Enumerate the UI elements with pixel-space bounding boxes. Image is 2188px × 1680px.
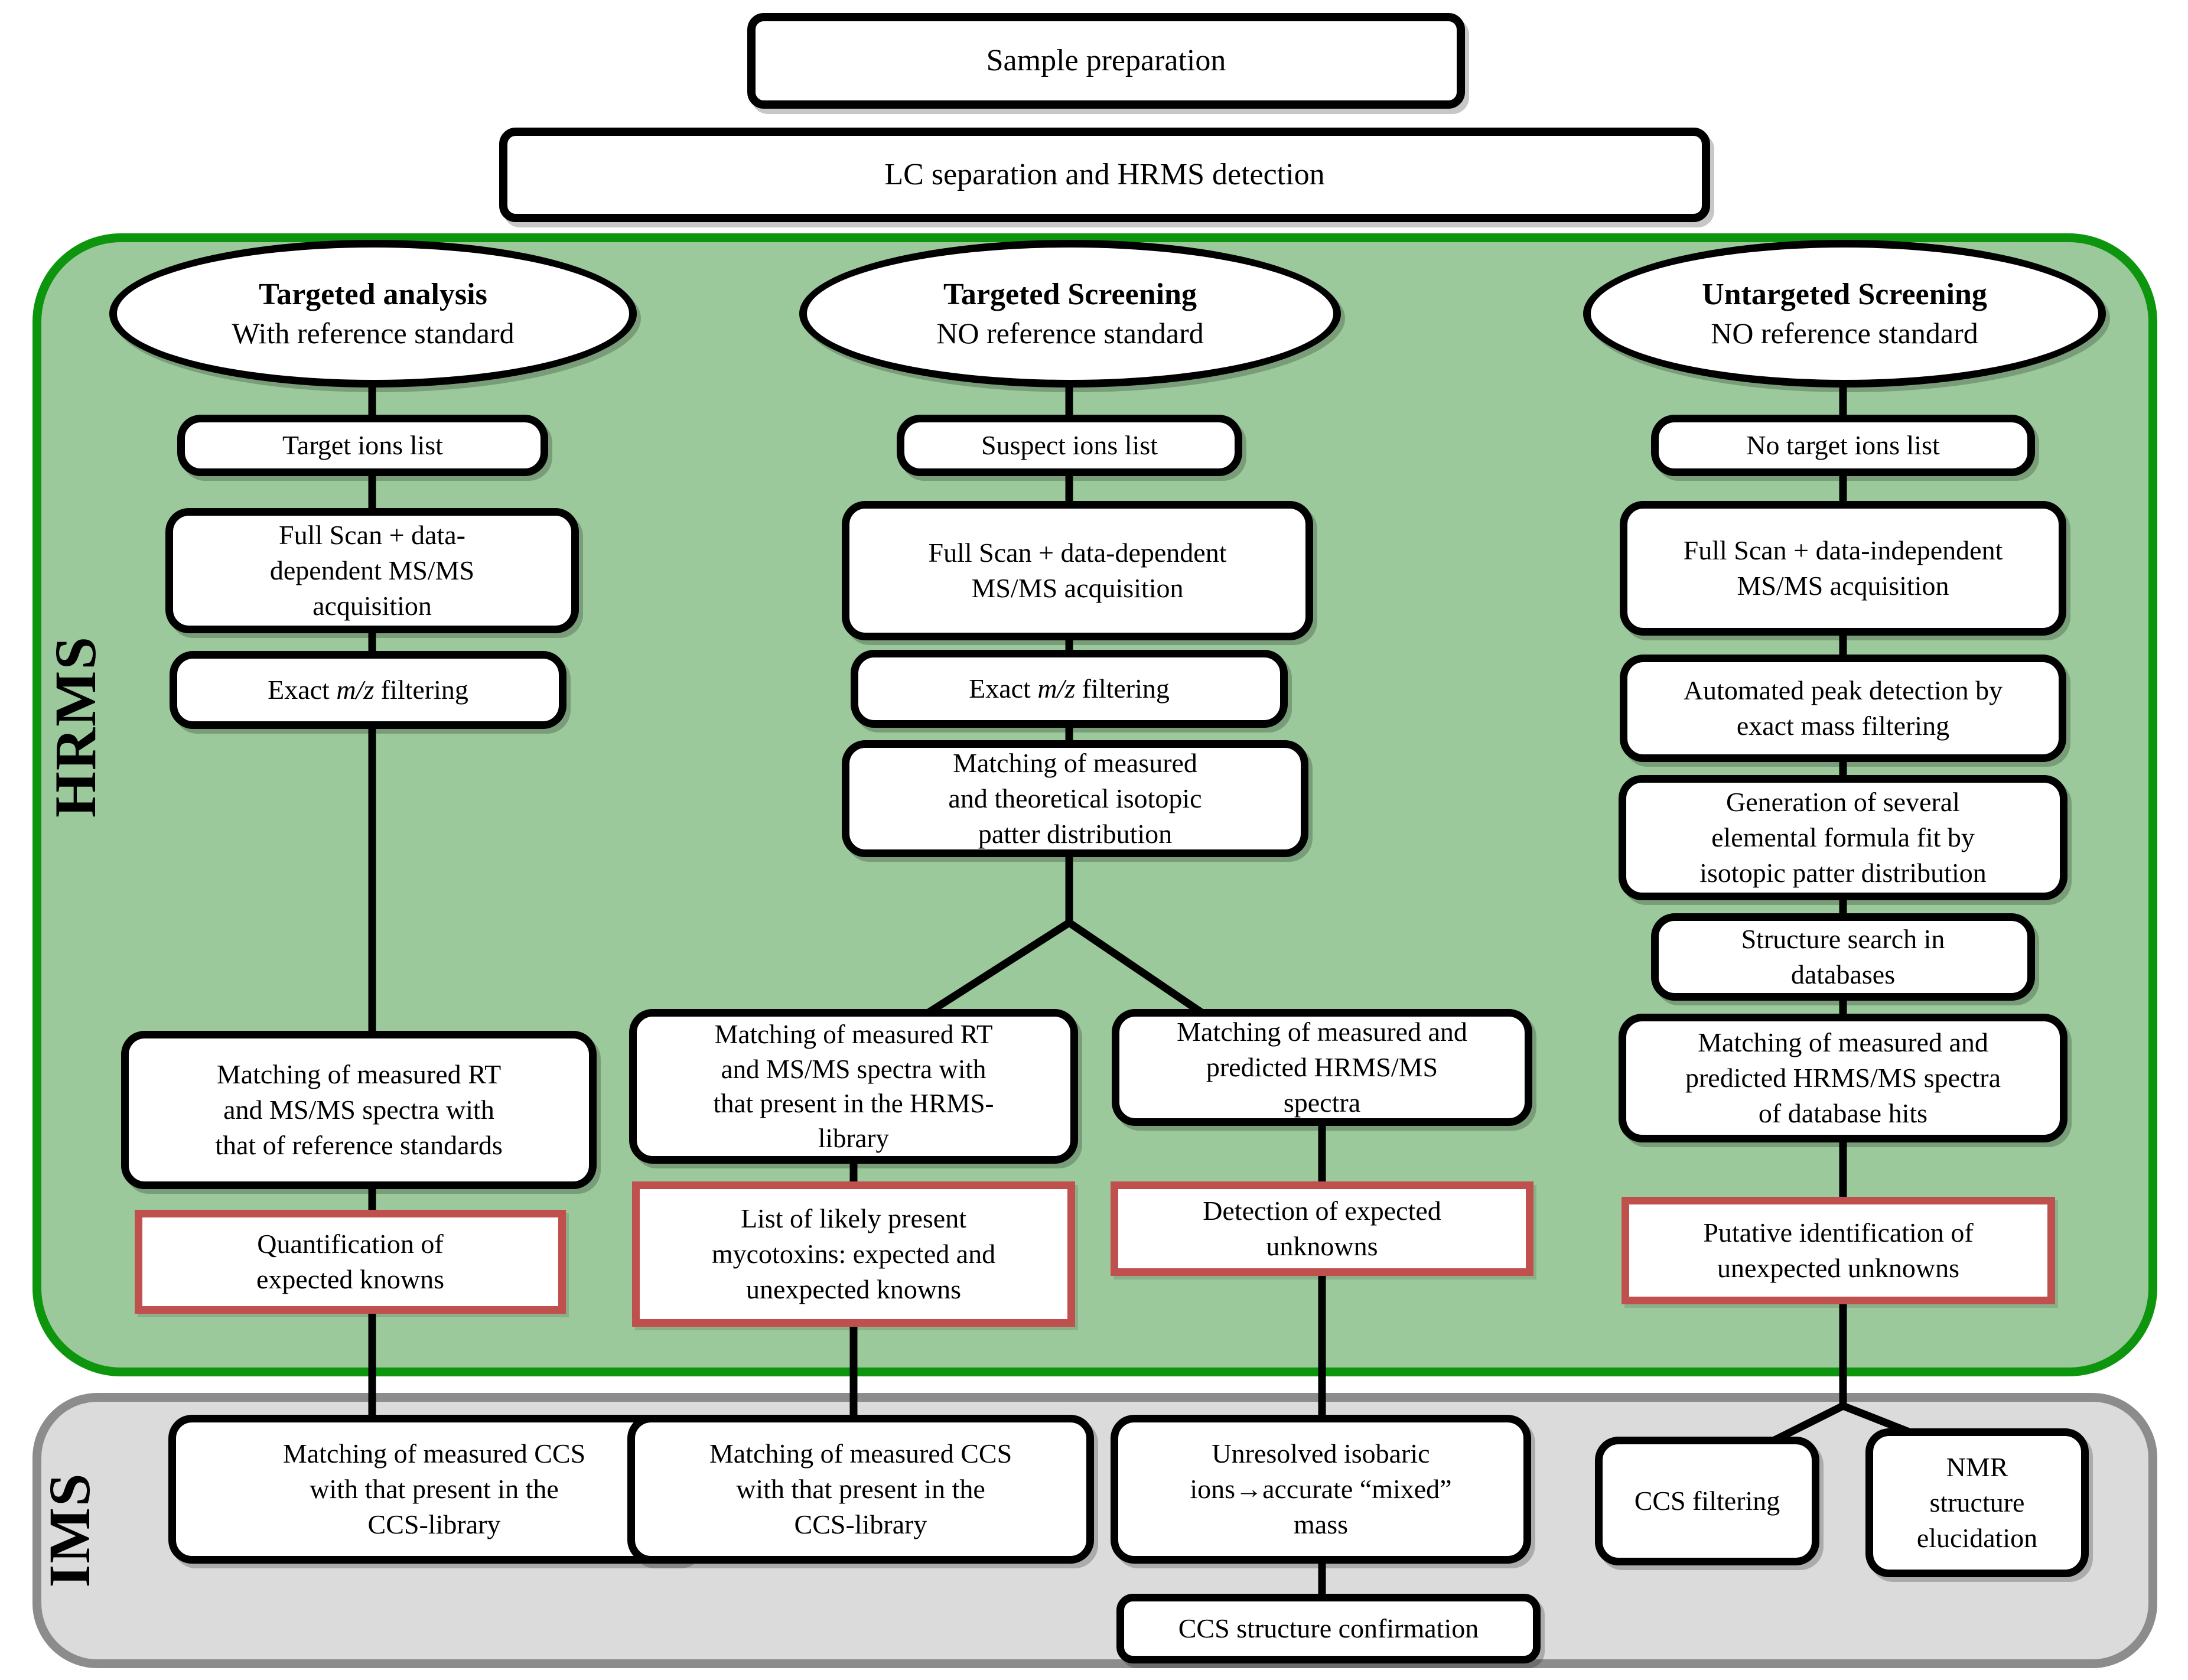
suspect-ions-list-box: Suspect ions list <box>897 415 1242 476</box>
untargeted-screening-ellipse: Untargeted Screening NO reference standa… <box>1583 240 2106 388</box>
ims-section-label: IMS <box>37 1472 102 1588</box>
mycotoxin-list-result-box: List of likely present mycotoxins: expec… <box>632 1181 1075 1327</box>
nmr-structure-elucidation-box: NMR structure elucidation <box>1865 1428 2089 1577</box>
ccs-match-box-col1: Matching of measured CCS with that prese… <box>168 1415 700 1564</box>
elemental-formula-box: Generation of several elemental formula … <box>1619 775 2067 900</box>
ellipse-subtitle: With reference standard <box>232 317 515 350</box>
ccs-structure-confirmation-box: CCS structure confirmation <box>1116 1594 1541 1663</box>
isotopic-pattern-matching-box: Matching of measured and theoretical iso… <box>842 740 1308 857</box>
quantification-result-box: Quantification of expected knowns <box>135 1210 566 1314</box>
ellipse-subtitle: NO reference standard <box>1711 317 1978 350</box>
exact-mz-italic: m/z <box>1037 673 1076 704</box>
targeted-screening-ellipse: Targeted Screening NO reference standard <box>799 240 1341 388</box>
structure-search-box: Structure search in databases <box>1651 913 2035 1001</box>
exact-mz-post: filtering <box>1082 673 1170 704</box>
exact-mz-filtering-box-col1: Exact m/z filtering <box>170 651 566 729</box>
match-predicted-spectra-box: Matching of measured and predicted HRMS/… <box>1112 1009 1532 1126</box>
exact-mz-pre: Exact <box>969 673 1031 704</box>
full-scan-ddms-box-col1: Full Scan + data- dependent MS/MS acquis… <box>165 508 579 633</box>
exact-mz-filtering-box-col2: Exact m/z filtering <box>851 650 1288 728</box>
match-database-hits-box: Matching of measured and predicted HRMS/… <box>1619 1014 2067 1142</box>
ccs-filtering-box: CCS filtering <box>1595 1437 1819 1565</box>
match-hrms-library-box: Matching of measured RT and MS/MS spectr… <box>629 1009 1078 1164</box>
unresolved-isobaric-box: Unresolved isobaric ions→accurate “mixed… <box>1111 1415 1531 1564</box>
exact-mz-post: filtering <box>380 675 468 705</box>
exact-mz-italic: m/z <box>336 675 375 705</box>
ccs-match-box-col2: Matching of measured CCS with that prese… <box>627 1415 1094 1564</box>
no-target-ions-box: No target ions list <box>1651 415 2035 476</box>
match-rt-reference-box: Matching of measured RT and MS/MS spectr… <box>121 1031 597 1189</box>
ellipse-title: Untargeted Screening <box>1702 277 1987 311</box>
ellipse-title: Targeted Screening <box>943 277 1197 311</box>
ellipse-subtitle: NO reference standard <box>936 317 1204 350</box>
sample-preparation-box: Sample preparation <box>747 13 1465 109</box>
full-scan-ddms-box-col2: Full Scan + data-dependent MS/MS acquisi… <box>842 501 1313 640</box>
hrms-section-label: HRMS <box>43 636 108 818</box>
target-ions-list-box: Target ions list <box>177 415 548 476</box>
expected-unknowns-result-box: Detection of expected unknowns <box>1111 1181 1533 1276</box>
full-scan-dims-box: Full Scan + data-independent MS/MS acqui… <box>1620 501 2066 636</box>
targeted-analysis-ellipse: Targeted analysis With reference standar… <box>109 240 637 388</box>
exact-mz-pre: Exact <box>268 675 330 705</box>
putative-identification-result-box: Putative identification of unexpected un… <box>1622 1197 2055 1304</box>
ellipse-title: Targeted analysis <box>259 277 487 311</box>
automated-peak-detection-box: Automated peak detection by exact mass f… <box>1620 655 2066 762</box>
lc-hrms-detection-box: LC separation and HRMS detection <box>499 128 1710 222</box>
